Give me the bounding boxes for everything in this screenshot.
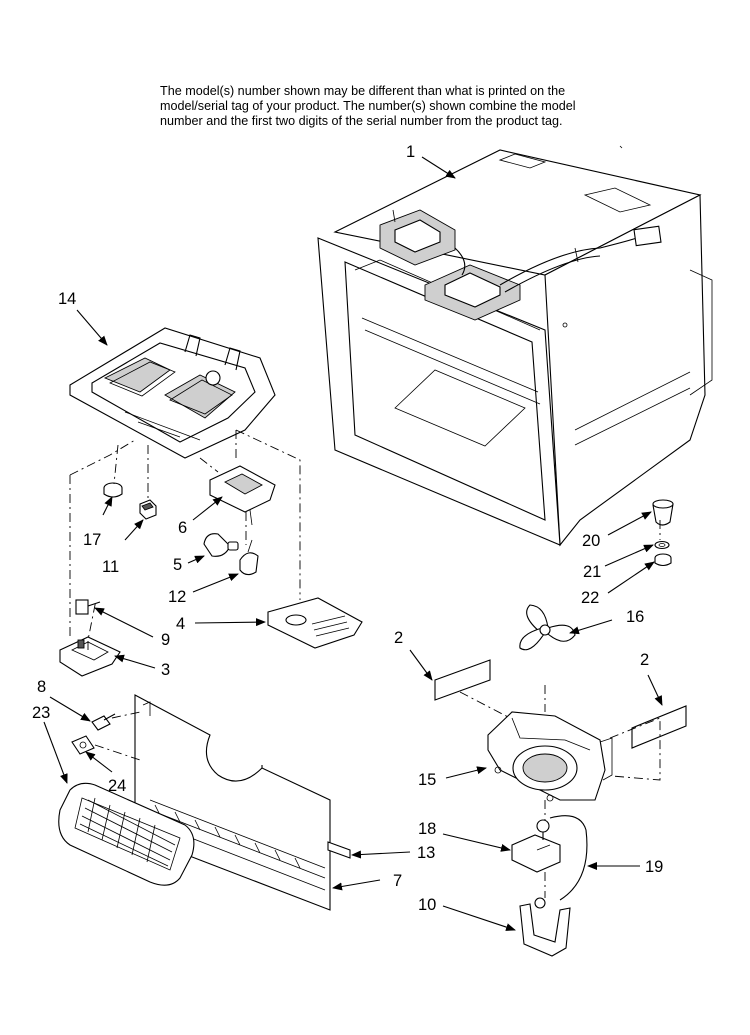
callout-7: 7 <box>393 872 402 890</box>
callout-19: 19 <box>645 858 663 876</box>
part-3-control-board <box>59 636 121 677</box>
part-10-motor-bracket <box>519 897 571 957</box>
part-20-shroud-bearing <box>652 499 674 526</box>
callout-10: 10 <box>418 896 436 914</box>
part-6-light-lens-housing <box>209 465 276 526</box>
callout-21: 21 <box>583 563 601 581</box>
part-2-foam-block-right <box>631 705 687 749</box>
callout-24: 24 <box>108 777 126 795</box>
note-line-2: model/serial tag of your product. The nu… <box>160 99 576 113</box>
part-9-thermistor <box>75 599 101 615</box>
part-14-control-housing <box>69 327 276 459</box>
part-15-fan-shroud <box>487 711 613 802</box>
callout-3: 3 <box>161 661 170 679</box>
callout-12: 12 <box>168 588 186 606</box>
part-22-grommet <box>654 553 672 567</box>
part-17-grommet <box>103 482 123 498</box>
note-line-3: number and the first two digits of the s… <box>160 114 563 128</box>
callout-4: 4 <box>176 615 185 633</box>
part-18-fan-motor <box>511 819 561 873</box>
callout-arrows <box>43 156 663 931</box>
callout-2-left: 2 <box>394 629 403 647</box>
disclaimer-note: The model(s) number shown may be differe… <box>160 84 620 129</box>
callout-23: 23 <box>32 704 50 722</box>
part-23-grille <box>58 782 195 886</box>
callout-14: 14 <box>58 290 76 308</box>
callout-2-right: 2 <box>640 651 649 669</box>
part-24-clip <box>71 735 95 755</box>
callout-20: 20 <box>582 532 600 550</box>
note-line-1: The model(s) number shown may be differe… <box>160 84 566 98</box>
part-5-light-bulb <box>203 533 239 557</box>
callout-1: 1 <box>406 143 415 161</box>
callout-17: 17 <box>83 531 101 549</box>
part-16-fan-blade <box>519 604 576 651</box>
callout-6: 6 <box>178 519 187 537</box>
part-4-light-cover <box>267 597 363 649</box>
part-19-wire-harness <box>549 815 588 901</box>
callout-16: 16 <box>626 608 644 626</box>
callout-11: 11 <box>102 558 119 576</box>
callout-13: 13 <box>417 844 435 862</box>
callout-5: 5 <box>173 556 182 574</box>
part-21-washer <box>654 540 670 550</box>
callout-22: 22 <box>581 589 599 607</box>
part-12-socket <box>239 539 259 576</box>
callout-9: 9 <box>161 631 170 649</box>
part-11-switch <box>139 499 157 520</box>
part-13-foam-strip <box>327 841 351 859</box>
callout-18: 18 <box>418 820 436 838</box>
callout-15: 15 <box>418 771 436 789</box>
part-2-foam-block-left <box>434 659 491 701</box>
callout-8: 8 <box>37 678 46 696</box>
part-1-freezer-housing <box>317 149 713 547</box>
part-8-screw <box>91 713 116 731</box>
